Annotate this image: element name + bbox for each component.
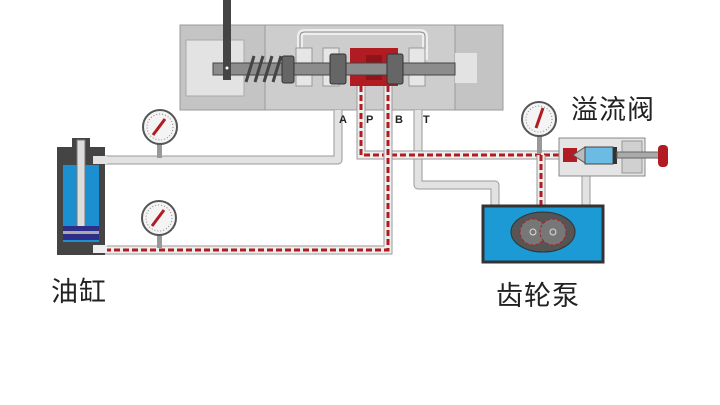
directional-valve bbox=[179, 0, 504, 111]
port-a-label: A bbox=[339, 114, 347, 126]
gear-pump-label: 齿轮泵 bbox=[496, 281, 580, 312]
pressure-lines bbox=[100, 86, 565, 255]
hydraulic-cylinder bbox=[57, 138, 107, 255]
pressure-gauge-icon bbox=[141, 200, 177, 248]
port-b-label: B bbox=[395, 114, 403, 126]
pressure-gauge-icon bbox=[142, 109, 178, 158]
cylinder-label: 油缸 bbox=[51, 277, 107, 308]
pressure-gauge-icon bbox=[521, 101, 557, 153]
relief-valve-label: 溢流阀 bbox=[571, 95, 655, 126]
port-t-label: T bbox=[423, 114, 430, 126]
return-pipes bbox=[100, 110, 591, 206]
relief-valve bbox=[558, 137, 668, 177]
gear-pump-icon bbox=[519, 218, 567, 246]
valve-handle[interactable] bbox=[223, 0, 231, 80]
adjust-knob[interactable] bbox=[658, 145, 668, 167]
oil-tank bbox=[481, 204, 605, 264]
port-p-label: P bbox=[366, 114, 374, 126]
spring-icon bbox=[244, 55, 283, 83]
